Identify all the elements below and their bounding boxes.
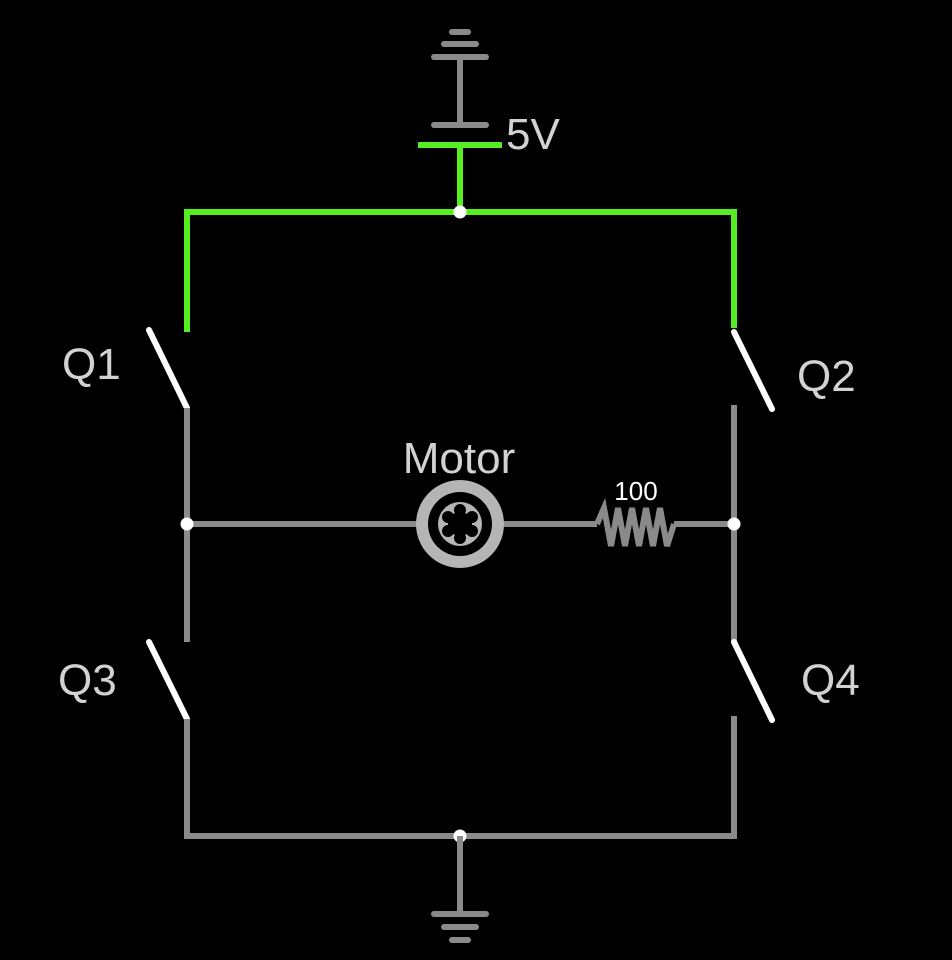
resistor-label: 100 — [614, 476, 657, 506]
bottom-rail-wire — [184, 716, 737, 839]
right-mid-node — [727, 517, 741, 531]
motor-label: Motor — [403, 434, 515, 483]
q4-label: Q4 — [801, 656, 860, 705]
q3-switch[interactable] — [146, 639, 190, 722]
q3-label: Q3 — [58, 656, 117, 705]
motor-symbol[interactable] — [416, 480, 504, 568]
q1-switch[interactable] — [146, 327, 190, 411]
top-junction-node — [453, 205, 467, 219]
q2-switch[interactable] — [731, 329, 775, 412]
left-mid-node — [180, 517, 194, 531]
q4-switch[interactable] — [731, 639, 775, 723]
top-rail-wire — [184, 209, 737, 332]
supply-symbol — [418, 29, 502, 212]
q2-label: Q2 — [797, 352, 856, 401]
q1-label: Q1 — [62, 340, 121, 389]
supply-label: 5V — [506, 110, 560, 159]
bottom-ground-symbol — [431, 836, 489, 943]
motor-gear-icon — [442, 504, 478, 544]
resistor-symbol[interactable] — [594, 497, 677, 547]
